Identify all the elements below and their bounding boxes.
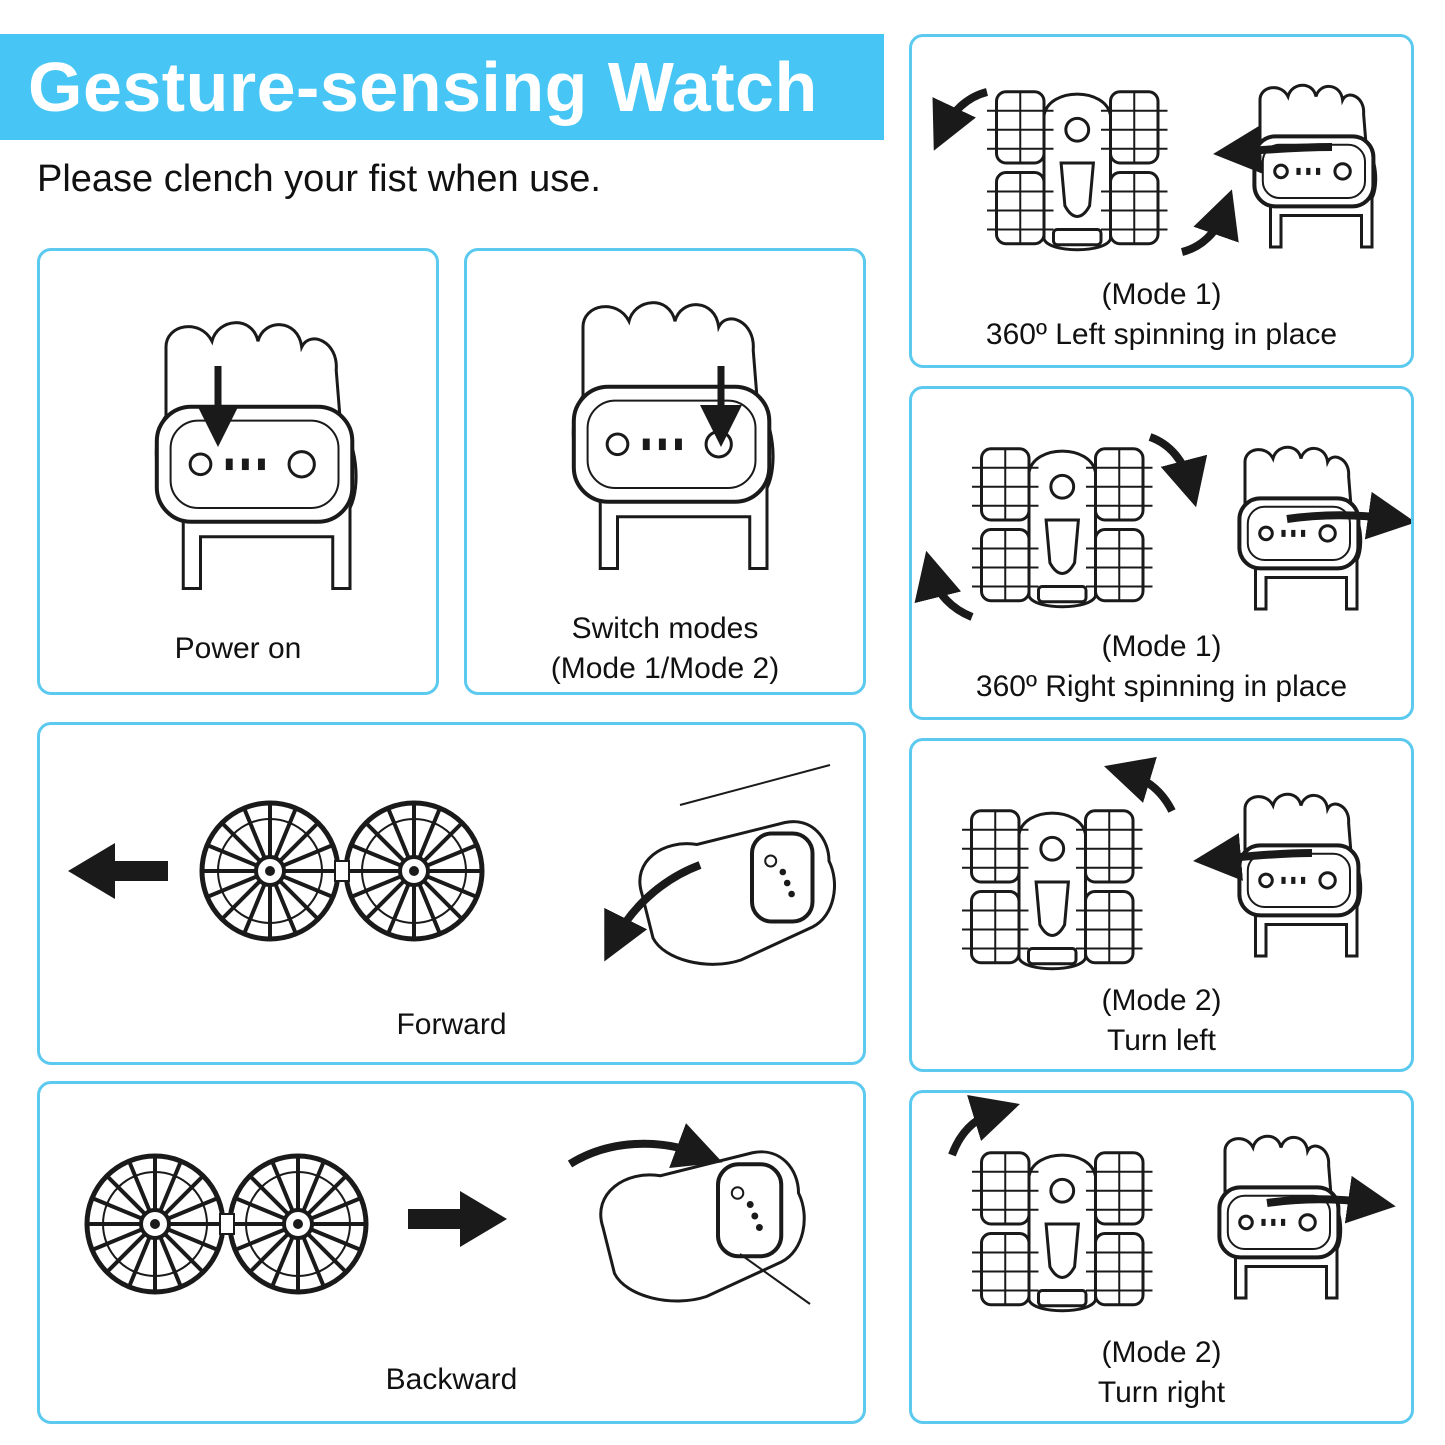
fist-watch-icon xyxy=(1237,445,1363,611)
car-top-view-icon xyxy=(970,1151,1154,1313)
wheel-pair-icon xyxy=(87,1156,366,1292)
right-spin-line1: (Mode 1) xyxy=(1101,630,1222,663)
car-top-view-icon xyxy=(960,809,1144,971)
wheel-pair-icon xyxy=(202,803,482,939)
card-turn-left: (Mode 2) Turn left xyxy=(909,738,1414,1072)
fist-watch-icon xyxy=(467,251,863,591)
title-banner: Gesture-sensing Watch xyxy=(0,34,884,140)
turn-left-line2: Turn left xyxy=(1107,1024,1216,1057)
forward-caption: Forward xyxy=(396,1008,507,1041)
curved-arrow-icon xyxy=(1287,491,1411,540)
fist-watch-icon xyxy=(1252,83,1378,249)
card-right-spin: (Mode 1) 360º Right spinning in place xyxy=(909,386,1414,720)
curved-arrow-icon xyxy=(1267,1175,1396,1224)
curved-arrow-icon xyxy=(1213,126,1332,174)
right-arrow-icon xyxy=(408,1191,507,1247)
fist-watch-icon xyxy=(1237,792,1363,958)
curved-arrow-icon xyxy=(1193,833,1312,881)
card-forward: Forward xyxy=(37,722,866,1065)
card-backward: Backward xyxy=(37,1081,866,1424)
turn-left-line1: (Mode 2) xyxy=(1101,984,1222,1017)
card-switch-modes: Switch modes (Mode 1/Mode 2) xyxy=(464,248,866,695)
left-arrow-icon xyxy=(68,843,168,899)
power-on-caption: Power on xyxy=(174,632,302,665)
card-turn-right: (Mode 2) Turn right xyxy=(909,1090,1414,1424)
car-top-view-icon xyxy=(985,90,1169,252)
turn-right-line1: (Mode 2) xyxy=(1101,1336,1222,1369)
switch-modes-line2: (Mode 1/Mode 2) xyxy=(550,652,780,685)
curved-arrow-icon xyxy=(604,865,700,962)
left-spin-line2: 360º Left spinning in place xyxy=(985,318,1338,351)
page-title: Gesture-sensing Watch xyxy=(28,48,818,126)
side-hand-watch-icon xyxy=(604,765,835,964)
curved-arrow-icon xyxy=(570,1123,723,1169)
backward-caption: Backward xyxy=(385,1363,518,1396)
curved-arrow-icon xyxy=(1150,437,1208,508)
curved-arrow-icon xyxy=(932,92,987,151)
fist-watch-icon xyxy=(40,251,436,591)
switch-modes-line1: Switch modes xyxy=(571,612,759,645)
fist-watch-icon xyxy=(1217,1134,1343,1300)
side-hand-watch-icon xyxy=(570,1123,810,1304)
curved-arrow-icon xyxy=(914,550,972,617)
card-power-on: Power on xyxy=(37,248,439,695)
curved-arrow-icon xyxy=(1182,189,1239,252)
curved-arrow-icon xyxy=(1104,756,1172,811)
right-spin-line2: 360º Right spinning in place xyxy=(975,670,1348,703)
page-subtitle: Please clench your fist when use. xyxy=(37,158,601,200)
turn-right-line2: Turn right xyxy=(1097,1376,1226,1409)
car-top-view-icon xyxy=(970,447,1154,609)
left-spin-line1: (Mode 1) xyxy=(1101,278,1222,311)
curved-arrow-icon xyxy=(952,1095,1020,1155)
card-left-spin: (Mode 1) 360º Left spinning in place xyxy=(909,34,1414,368)
